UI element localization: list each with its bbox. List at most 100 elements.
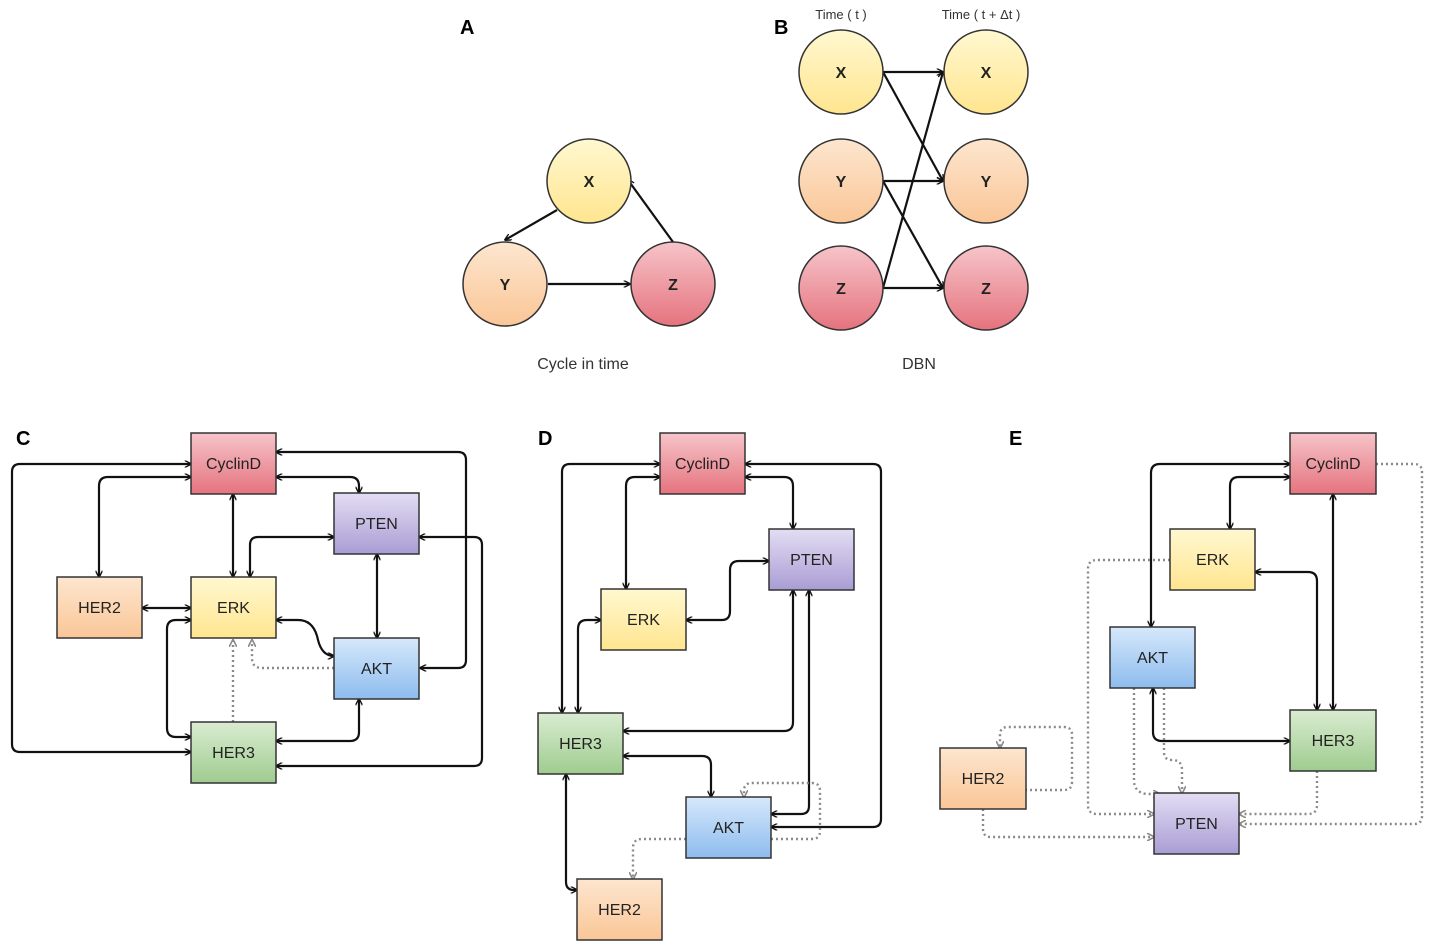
node-a-x-label: X	[584, 174, 595, 191]
node-b-y-t-label: Y	[836, 174, 847, 191]
node-c-cyclind-label: CyclinD	[206, 456, 261, 473]
dotted-edge-her2-pten	[981, 809, 1154, 837]
node-e-akt-label: AKT	[1137, 650, 1168, 667]
panel-c: C	[10, 428, 484, 784]
time-t-label: Time ( t )	[815, 7, 867, 22]
node-e-her3-label: HER3	[1312, 733, 1355, 750]
node-d-akt: AKT	[685, 796, 772, 859]
edge-erk-pten	[686, 561, 769, 620]
node-c-cyclind: CyclinD	[190, 432, 277, 495]
node-d-cyclind-label: CyclinD	[675, 456, 730, 473]
panel-letter-d: D	[538, 428, 552, 450]
node-c-her3-label: HER3	[212, 745, 255, 762]
caption-b: DBN	[902, 356, 936, 373]
edge-erk-her3	[1255, 572, 1317, 710]
panel-c-edges	[10, 452, 484, 766]
time-t-dt-label: Time ( t + Δt )	[942, 7, 1021, 22]
node-d-pten: PTEN	[768, 528, 855, 591]
node-a-x: X	[546, 138, 632, 224]
node-b-y-t1-label: Y	[981, 174, 992, 191]
edge-cyclind-pten	[276, 477, 359, 493]
panel-letter-b: B	[774, 17, 788, 39]
edge-erk-her3	[578, 620, 601, 713]
edge-erk-her3	[165, 620, 191, 737]
panel-a-edges	[505, 180, 674, 284]
edge-yt-to-zt1	[882, 180, 943, 288]
panel-d-edges	[562, 464, 883, 890]
node-b-x-t: X	[798, 29, 884, 115]
node-d-erk-label: ERK	[627, 612, 660, 629]
node-e-her2-label: HER2	[962, 771, 1005, 788]
panel-b-edges	[881, 71, 943, 289]
dotted-edge-akt-pten-a	[1132, 688, 1160, 794]
node-b-x-t1-label: X	[981, 65, 992, 82]
node-d-pten-label: PTEN	[790, 552, 833, 569]
node-e-her3: HER3	[1289, 709, 1377, 772]
node-b-z-t-label: Z	[836, 281, 846, 298]
dotted-edge-cyclind-pten	[1239, 462, 1424, 824]
node-d-cyclind: CyclinD	[659, 432, 746, 495]
node-b-z-t: Z	[798, 245, 884, 331]
panel-a: A X Y Z Cycle in time	[460, 17, 716, 373]
edge-cyclind-her3	[10, 464, 191, 752]
node-c-her2: HER2	[56, 576, 143, 639]
node-e-cyclind: CyclinD	[1289, 432, 1377, 495]
node-c-pten: PTEN	[333, 492, 420, 555]
node-c-erk: ERK	[190, 576, 277, 639]
edge-akt-her3	[1153, 688, 1290, 741]
node-c-her3: HER3	[190, 721, 277, 784]
dotted-edge-akt-self	[744, 781, 822, 841]
edge-pten-akt	[771, 590, 809, 814]
node-e-erk: ERK	[1169, 528, 1256, 591]
node-b-x-t-label: X	[836, 65, 847, 82]
node-e-pten: PTEN	[1153, 792, 1240, 855]
node-b-z-t1: Z	[943, 245, 1029, 331]
dotted-edge-akt-erk	[252, 640, 334, 670]
dotted-edge-erk-pten	[1086, 558, 1170, 814]
panel-e: E CyclinD	[939, 428, 1424, 855]
node-b-y-t1: Y	[943, 138, 1029, 224]
node-b-x-t1: X	[943, 29, 1029, 115]
dotted-edge-her3-pten	[1239, 771, 1319, 814]
edge-pten-her3	[276, 537, 484, 766]
edge-xt-to-yt1	[882, 71, 943, 181]
edge-cyclind-akt	[745, 464, 883, 827]
node-d-her3-label: HER3	[559, 736, 602, 753]
node-d-erk: ERK	[600, 588, 687, 651]
edge-z-to-x	[628, 180, 674, 243]
node-e-pten-label: PTEN	[1175, 816, 1218, 833]
edge-x-to-y	[505, 209, 558, 240]
node-c-akt: AKT	[333, 637, 420, 700]
dotted-edge-akt-pten-b	[1162, 688, 1182, 793]
edge-cyclind-erk	[1230, 477, 1290, 529]
node-a-y: Y	[462, 241, 548, 327]
node-c-akt-label: AKT	[361, 661, 392, 678]
caption-a: Cycle in time	[537, 356, 629, 373]
edge-her3-akt	[276, 699, 359, 741]
node-a-y-label: Y	[500, 277, 511, 294]
panel-e-edges	[981, 462, 1424, 837]
node-e-cyclind-label: CyclinD	[1305, 456, 1360, 473]
node-c-erk-label: ERK	[217, 600, 250, 617]
dotted-edge-akt-her2	[633, 837, 686, 879]
node-a-z-label: Z	[668, 277, 678, 294]
node-b-y-t: Y	[798, 138, 884, 224]
panel-letter-c: C	[16, 428, 30, 450]
node-b-z-t1-label: Z	[981, 281, 991, 298]
edge-cyclind-akt	[276, 452, 468, 668]
node-d-her2-label: HER2	[598, 902, 641, 919]
edge-her3-akt	[623, 756, 711, 797]
panel-d: D	[537, 428, 883, 941]
node-c-her2-label: HER2	[78, 600, 121, 617]
edge-her3-her2	[566, 774, 577, 890]
edge-erk-pten	[250, 537, 334, 577]
edge-zt-to-xt1	[881, 72, 943, 289]
node-e-erk-label: ERK	[1196, 552, 1229, 569]
edge-cyclind-erk	[626, 477, 660, 589]
edge-cyclind-her2	[99, 477, 191, 577]
edge-cyclind-akt	[1151, 464, 1290, 627]
edge-cyclind-pten	[745, 477, 793, 529]
node-d-her2: HER2	[576, 878, 663, 941]
node-d-akt-label: AKT	[713, 820, 744, 837]
